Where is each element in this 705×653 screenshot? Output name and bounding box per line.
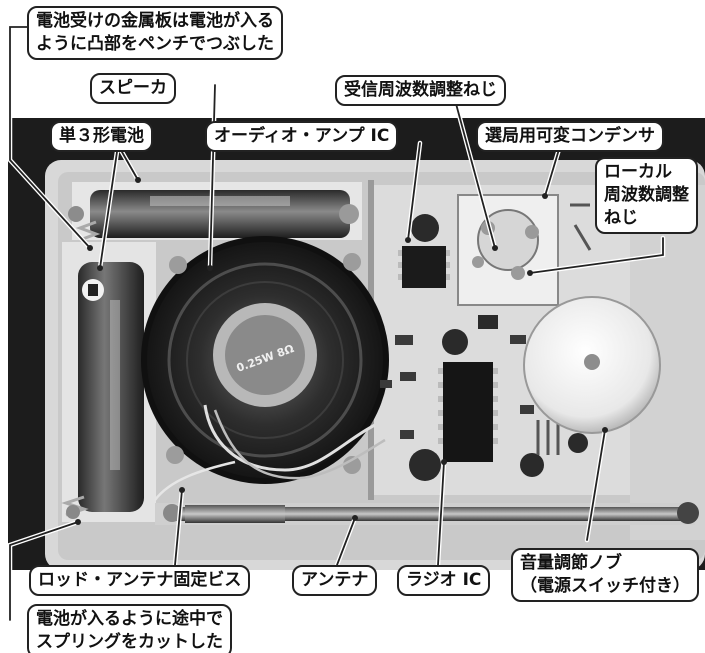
- tuning-screw-label-text: 受信周波数調整ねじ: [344, 80, 497, 100]
- audio-amp-ic-label-text: オーディオ・アンプ IC: [214, 126, 390, 146]
- radio-ic-label-text: ラジオ IC: [406, 570, 482, 590]
- speaker-label-text: スピーカ: [99, 78, 167, 98]
- battery-plate-label: 電池受けの金属板は電池が入る ように凸部をペンチでつぶした: [27, 6, 283, 60]
- variable-capacitor-label-text: 選局用可変コンデンサ: [485, 126, 655, 146]
- antenna-label-text: アンテナ: [301, 570, 369, 590]
- spring-cut-label: 電池が入るように途中で スプリングをカットした: [27, 604, 232, 653]
- volume-knob-line-2: （電源スイッチ付き）: [520, 576, 690, 596]
- tuning-screw-label: 受信周波数調整ねじ: [335, 75, 506, 106]
- local-freq-line-3: ねじ: [604, 208, 638, 228]
- antenna-label: アンテナ: [292, 565, 378, 596]
- battery-aa-label-text: 単３形電池: [59, 126, 144, 146]
- rod-antenna-screw-label-text: ロッド・アンテナ固定ビス: [38, 570, 242, 590]
- audio-amp-ic-label: オーディオ・アンプ IC: [205, 121, 399, 152]
- volume-knob-line-1: 音量調節ノブ: [520, 553, 622, 573]
- battery-plate-line-1: 電池受けの金属板は電池が入る: [36, 11, 274, 31]
- spring-cut-line-1: 電池が入るように途中で: [36, 609, 223, 629]
- variable-capacitor-label: 選局用可変コンデンサ: [476, 121, 664, 152]
- battery-aa-label: 単３形電池: [50, 121, 153, 152]
- local-freq-screw-label: ローカル 周波数調整 ねじ: [595, 157, 698, 234]
- spring-cut-line-2: スプリングをカットした: [36, 632, 223, 652]
- volume-knob-label: 音量調節ノブ （電源スイッチ付き）: [511, 548, 699, 602]
- local-freq-line-1: ローカル: [604, 162, 672, 182]
- local-freq-line-2: 周波数調整: [604, 185, 689, 205]
- radio-ic-label: ラジオ IC: [397, 565, 491, 596]
- speaker-label: スピーカ: [90, 73, 176, 104]
- battery-plate-line-2: ように凸部をペンチでつぶした: [36, 34, 274, 54]
- rod-antenna-screw-label: ロッド・アンテナ固定ビス: [29, 565, 251, 596]
